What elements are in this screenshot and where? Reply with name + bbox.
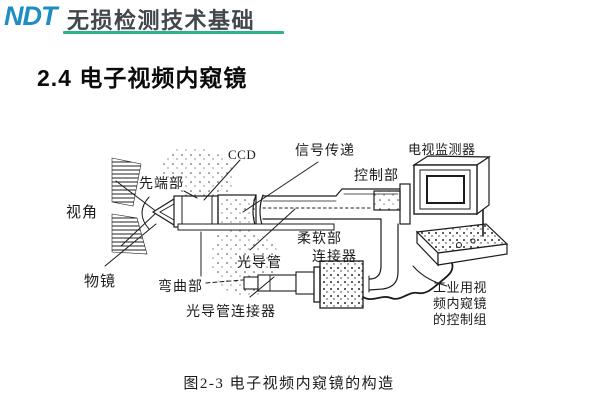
label-connector: 连接器 <box>312 248 357 265</box>
tv-monitor <box>411 155 491 237</box>
course-title: 无损检测技术基础 <box>67 8 256 33</box>
light-guide-bar <box>177 223 335 231</box>
control-unit-box <box>415 223 509 267</box>
label-light-guide-connector: 光导管连接器 <box>186 303 276 320</box>
label-tv-monitor: 电视监测器 <box>408 142 476 157</box>
ndt-logo: NDT <box>4 1 57 31</box>
label-ccd: CCD <box>228 147 256 162</box>
label-control-unit-line3: 的控制组 <box>433 312 487 327</box>
universal-cord <box>368 218 399 293</box>
label-tip-section: 先端部 <box>139 176 184 192</box>
label-viewing-angle: 视角 <box>66 204 98 221</box>
label-signal-transmission: 信号传递 <box>295 143 355 159</box>
wall-hatching <box>111 157 148 255</box>
label-flexible-section: 柔软部 <box>297 231 342 247</box>
label-objective-lens: 物镜 <box>84 272 116 290</box>
video-cable <box>362 262 454 301</box>
section-title: 2.4 电子视频内窥镜 <box>37 65 248 91</box>
label-control-unit-line1: 工业用视 <box>433 280 487 295</box>
field-of-view-lines <box>115 180 158 247</box>
figure-caption: 图2-3 电子视频内窥镜的构造 <box>183 376 395 392</box>
label-control-section: 控制部 <box>354 168 399 184</box>
label-bending-section: 弯曲部 <box>158 278 203 295</box>
control-section-body <box>373 183 411 225</box>
connector-box <box>313 260 364 309</box>
label-light-guide: 光导管 <box>237 255 282 271</box>
label-control-unit-line2: 频内窥镜 <box>433 296 487 311</box>
leader-lines <box>104 159 448 298</box>
tip-section <box>151 194 264 229</box>
header-underline <box>63 31 284 34</box>
